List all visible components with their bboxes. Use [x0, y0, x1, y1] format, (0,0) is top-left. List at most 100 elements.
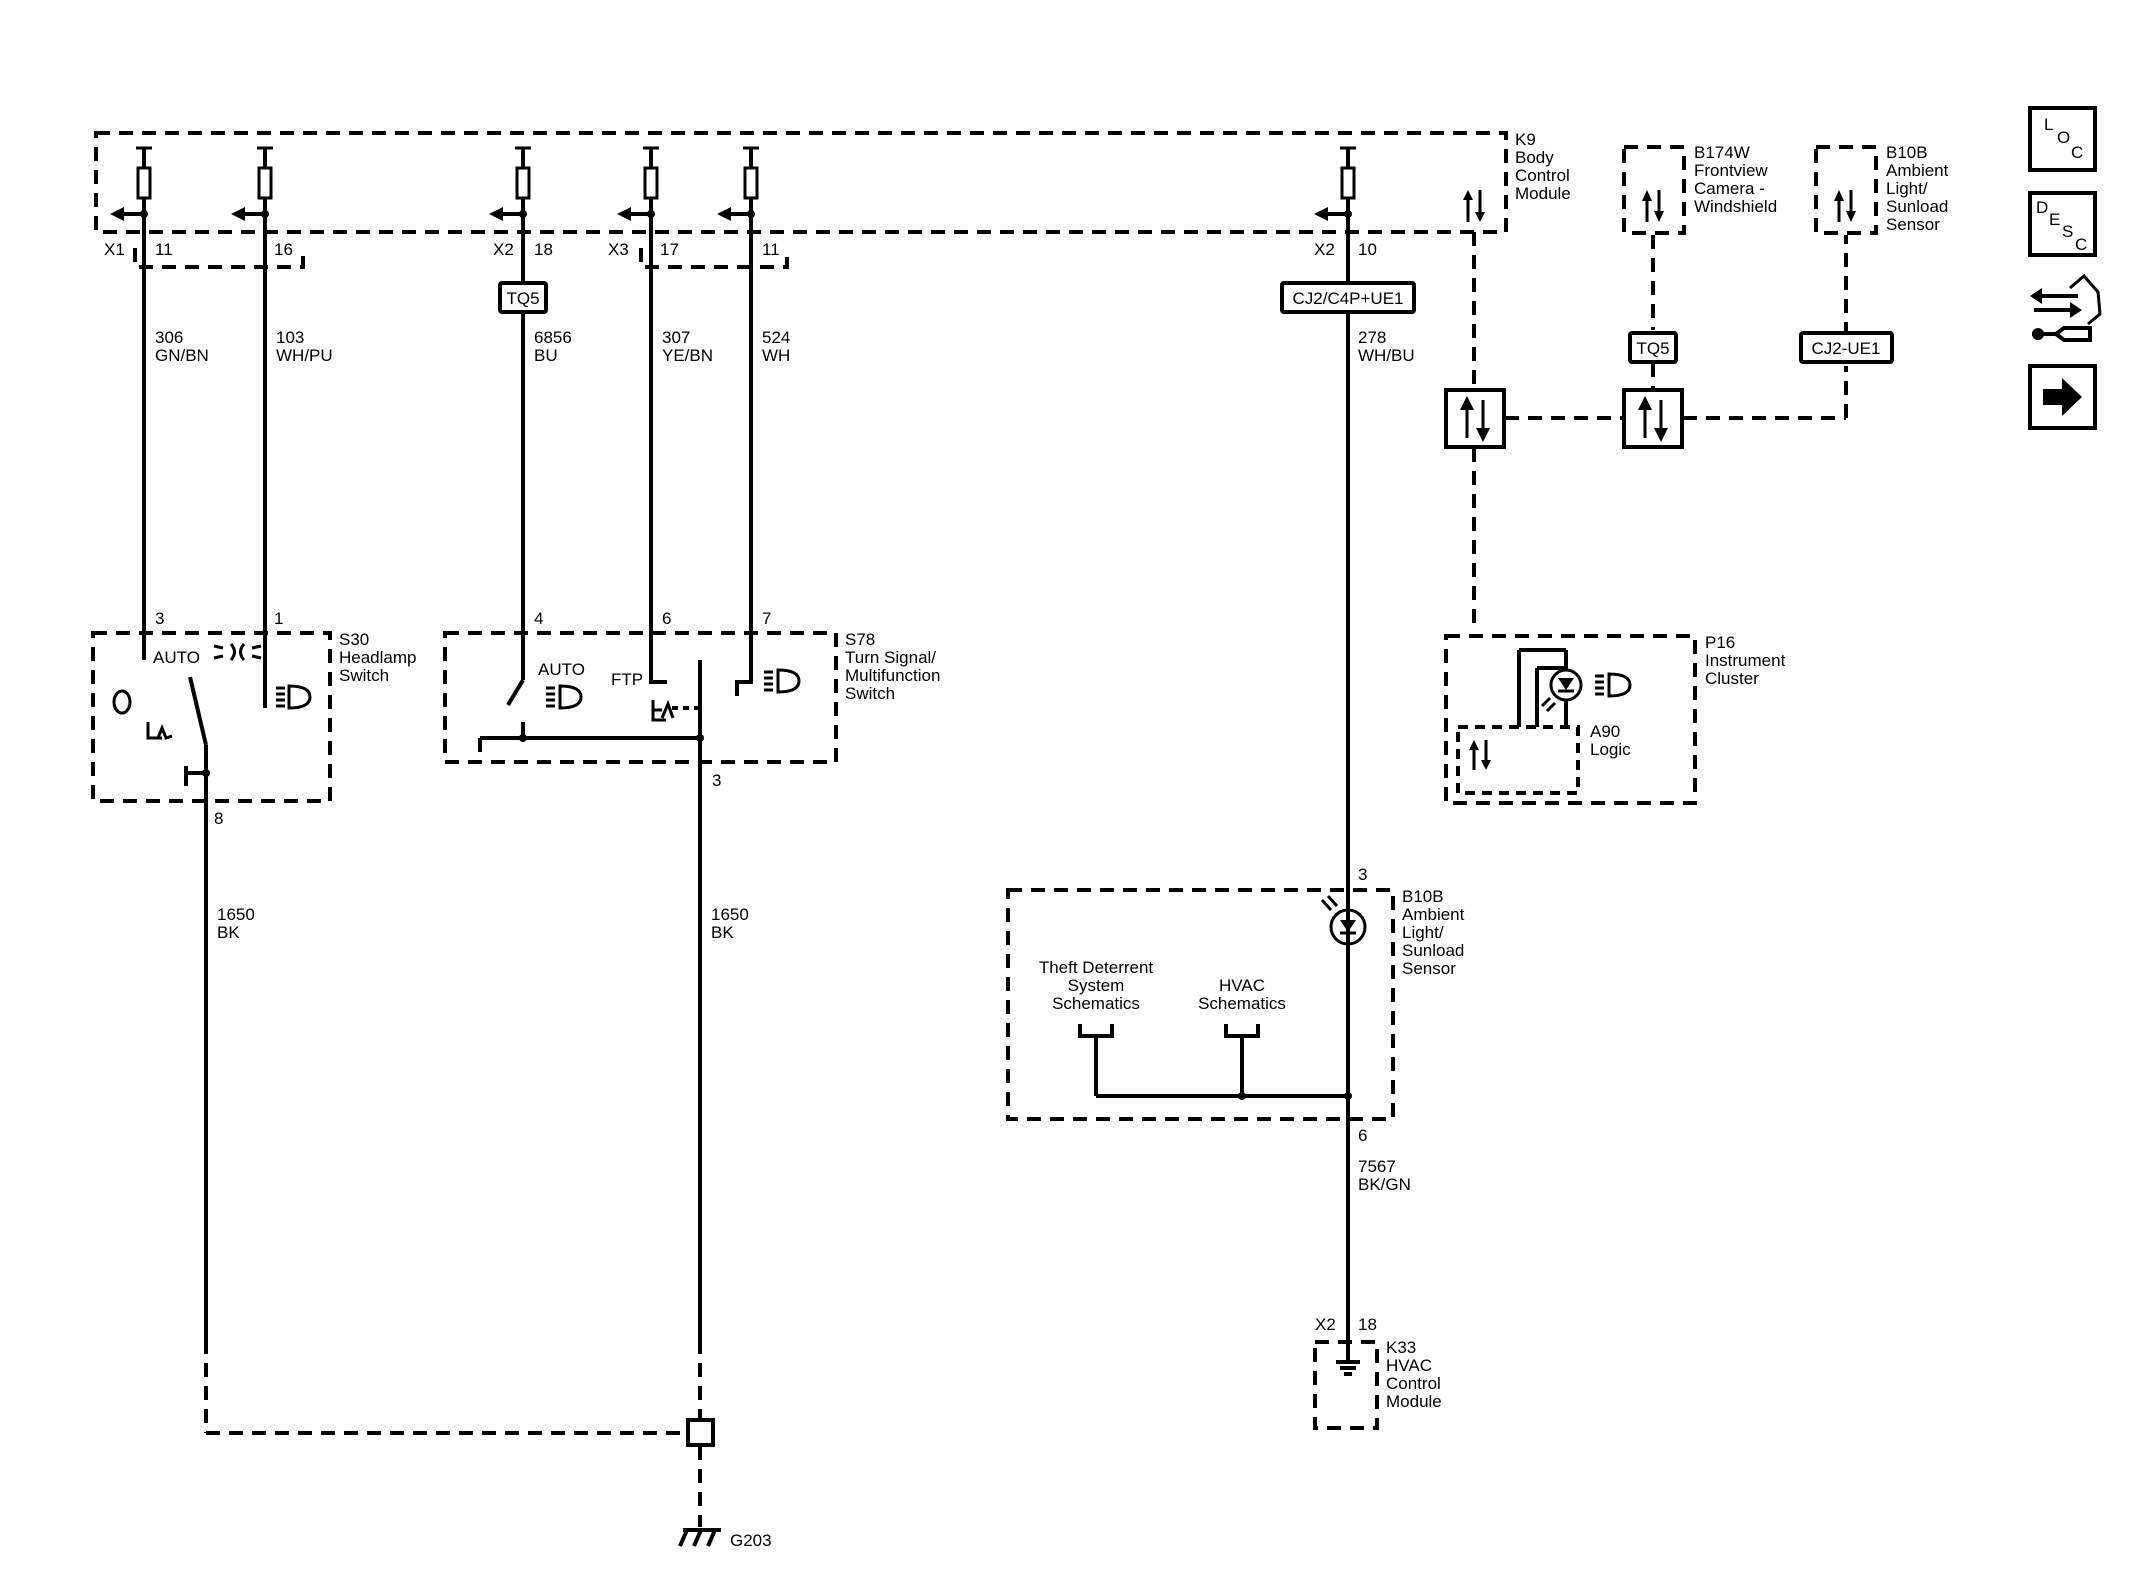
svg-text:3: 3 [712, 771, 721, 790]
svg-text:Control: Control [1386, 1374, 1441, 1393]
svg-text:GN/BN: GN/BN [155, 346, 209, 365]
connector-x2-b: X2 [1314, 240, 1335, 259]
flash-to-pass-icon [651, 699, 675, 722]
s30-headlamp-switch: 3 1 8 S30 Headlamp Switch AUTO [91, 609, 417, 1340]
svg-text:16: 16 [274, 240, 293, 259]
svg-text:BK: BK [217, 923, 240, 942]
svg-text:Camera -: Camera - [1694, 179, 1765, 198]
driver-pin-10 [1314, 146, 1356, 221]
svg-text:Schematics: Schematics [1198, 994, 1286, 1013]
svg-text:Cluster: Cluster [1705, 669, 1759, 688]
svg-text:Logic: Logic [1590, 740, 1631, 759]
next-page-button[interactable] [2028, 364, 2097, 430]
svg-text:S: S [2062, 222, 2073, 241]
svg-text:17: 17 [660, 240, 679, 259]
driver-pin-11a [110, 146, 152, 221]
option-box-tq5 [498, 281, 548, 314]
parking-lamp-icon [213, 643, 262, 661]
driver-pin-17 [617, 146, 659, 221]
svg-text:11: 11 [155, 240, 173, 259]
svg-text:WH/PU: WH/PU [276, 346, 333, 365]
svg-text:Control: Control [1515, 166, 1570, 185]
connector-x2-c: X2 [1315, 1315, 1336, 1334]
indicator-lamp-icon [1540, 668, 1583, 713]
s78-auto-label: AUTO [538, 660, 585, 679]
svg-text:HVAC: HVAC [1219, 976, 1265, 995]
svg-text:BK/GN: BK/GN [1358, 1175, 1411, 1194]
ground-g203: G203 [730, 1531, 772, 1550]
connector-repair-icon[interactable] [2030, 273, 2102, 342]
b174w-frontview-camera: B174W Frontview Camera - Windshield [1622, 143, 1777, 235]
svg-text:YE/BN: YE/BN [662, 346, 713, 365]
svg-text:K33: K33 [1386, 1338, 1416, 1357]
svg-text:3: 3 [155, 609, 164, 628]
driver-pin-11b [717, 146, 759, 221]
hvac-schematic-link[interactable] [1224, 1024, 1260, 1096]
svg-text:L: L [2044, 115, 2053, 134]
svg-text:Headlamp: Headlamp [339, 648, 417, 667]
svg-text:306: 306 [155, 328, 183, 347]
description-button[interactable]: D E S C [2028, 191, 2097, 257]
svg-text:Light/: Light/ [1886, 179, 1928, 198]
svg-text:D: D [2036, 198, 2048, 217]
b10b-ambient-light-sensor: 3 6 B10B Ambient Light/ Sunload Sensor T… [1006, 865, 1465, 1145]
svg-text:C: C [2075, 235, 2087, 254]
svg-text:3: 3 [1358, 865, 1367, 884]
k9-serial-data-icon [1463, 190, 1485, 222]
svg-text:TQ5: TQ5 [1636, 339, 1669, 358]
s78-ftp-label: FTP [611, 670, 643, 689]
svg-text:4: 4 [534, 609, 543, 628]
svg-text:Windshield: Windshield [1694, 197, 1777, 216]
svg-text:10: 10 [1358, 240, 1377, 259]
connector-x1: X1 [104, 240, 125, 259]
svg-text:7: 7 [762, 609, 771, 628]
svg-text:Frontview: Frontview [1694, 161, 1768, 180]
svg-text:BU: BU [534, 346, 558, 365]
svg-text:18: 18 [1358, 1315, 1377, 1334]
svg-text:E: E [2049, 210, 2060, 229]
serial-data-splice-right [1622, 388, 1684, 449]
svg-text:Ambient: Ambient [1886, 161, 1949, 180]
svg-text:Light/: Light/ [1402, 923, 1444, 942]
svg-text:Switch: Switch [339, 666, 389, 685]
s78-turn-signal-switch: 4 6 7 3 S78 Turn Signal/ Multifunction S… [443, 609, 940, 1340]
signal-ground-icon [1336, 1350, 1360, 1376]
ground-splice [686, 1418, 715, 1447]
svg-text:A90: A90 [1590, 722, 1620, 741]
svg-text:307: 307 [662, 328, 690, 347]
svg-text:Multifunction: Multifunction [845, 666, 940, 685]
location-button[interactable]: L O C [2028, 106, 2097, 172]
svg-text:HVAC: HVAC [1386, 1356, 1432, 1375]
svg-text:103: 103 [276, 328, 304, 347]
serial-data-network: TQ5 CJ2-UE1 [1444, 232, 1894, 625]
svg-text:6856: 6856 [534, 328, 572, 347]
s78-headlamp-icon [764, 668, 801, 694]
serial-data-splice-left [1444, 388, 1506, 449]
svg-text:Sunload: Sunload [1402, 941, 1464, 960]
connector-x2: X2 [493, 240, 514, 259]
svg-text:Theft Deterrent: Theft Deterrent [1039, 958, 1154, 977]
svg-text:Sunload: Sunload [1886, 197, 1948, 216]
svg-text:S30: S30 [339, 630, 369, 649]
svg-text:System: System [1068, 976, 1125, 995]
svg-text:BK: BK [711, 923, 734, 942]
s78-auto-headlamp-icon [546, 684, 583, 710]
svg-text:B174W: B174W [1694, 143, 1750, 162]
svg-text:K9: K9 [1515, 130, 1536, 149]
theft-deterrent-schematic-link[interactable] [1078, 1024, 1114, 1096]
option-box-cj2-c4p-ue1 [1280, 281, 1416, 314]
headlamp-icon [276, 684, 312, 710]
auto-sensor-icon [146, 722, 173, 740]
svg-text:Module: Module [1515, 184, 1571, 203]
svg-text:WH: WH [762, 346, 790, 365]
svg-text:Sensor: Sensor [1886, 215, 1940, 234]
nav-buttons: L O C D E S C [2028, 106, 2102, 430]
svg-text:18: 18 [534, 240, 553, 259]
option-box-tq5-b [1628, 331, 1678, 364]
svg-text:B10B: B10B [1402, 887, 1444, 906]
svg-text:278: 278 [1358, 328, 1386, 347]
s30-auto-label: AUTO [153, 648, 200, 667]
option-box-cj2-ue1 [1799, 331, 1894, 364]
k33-hvac-control-module: X2 18 K33 HVAC Control Module [1313, 1315, 1442, 1430]
